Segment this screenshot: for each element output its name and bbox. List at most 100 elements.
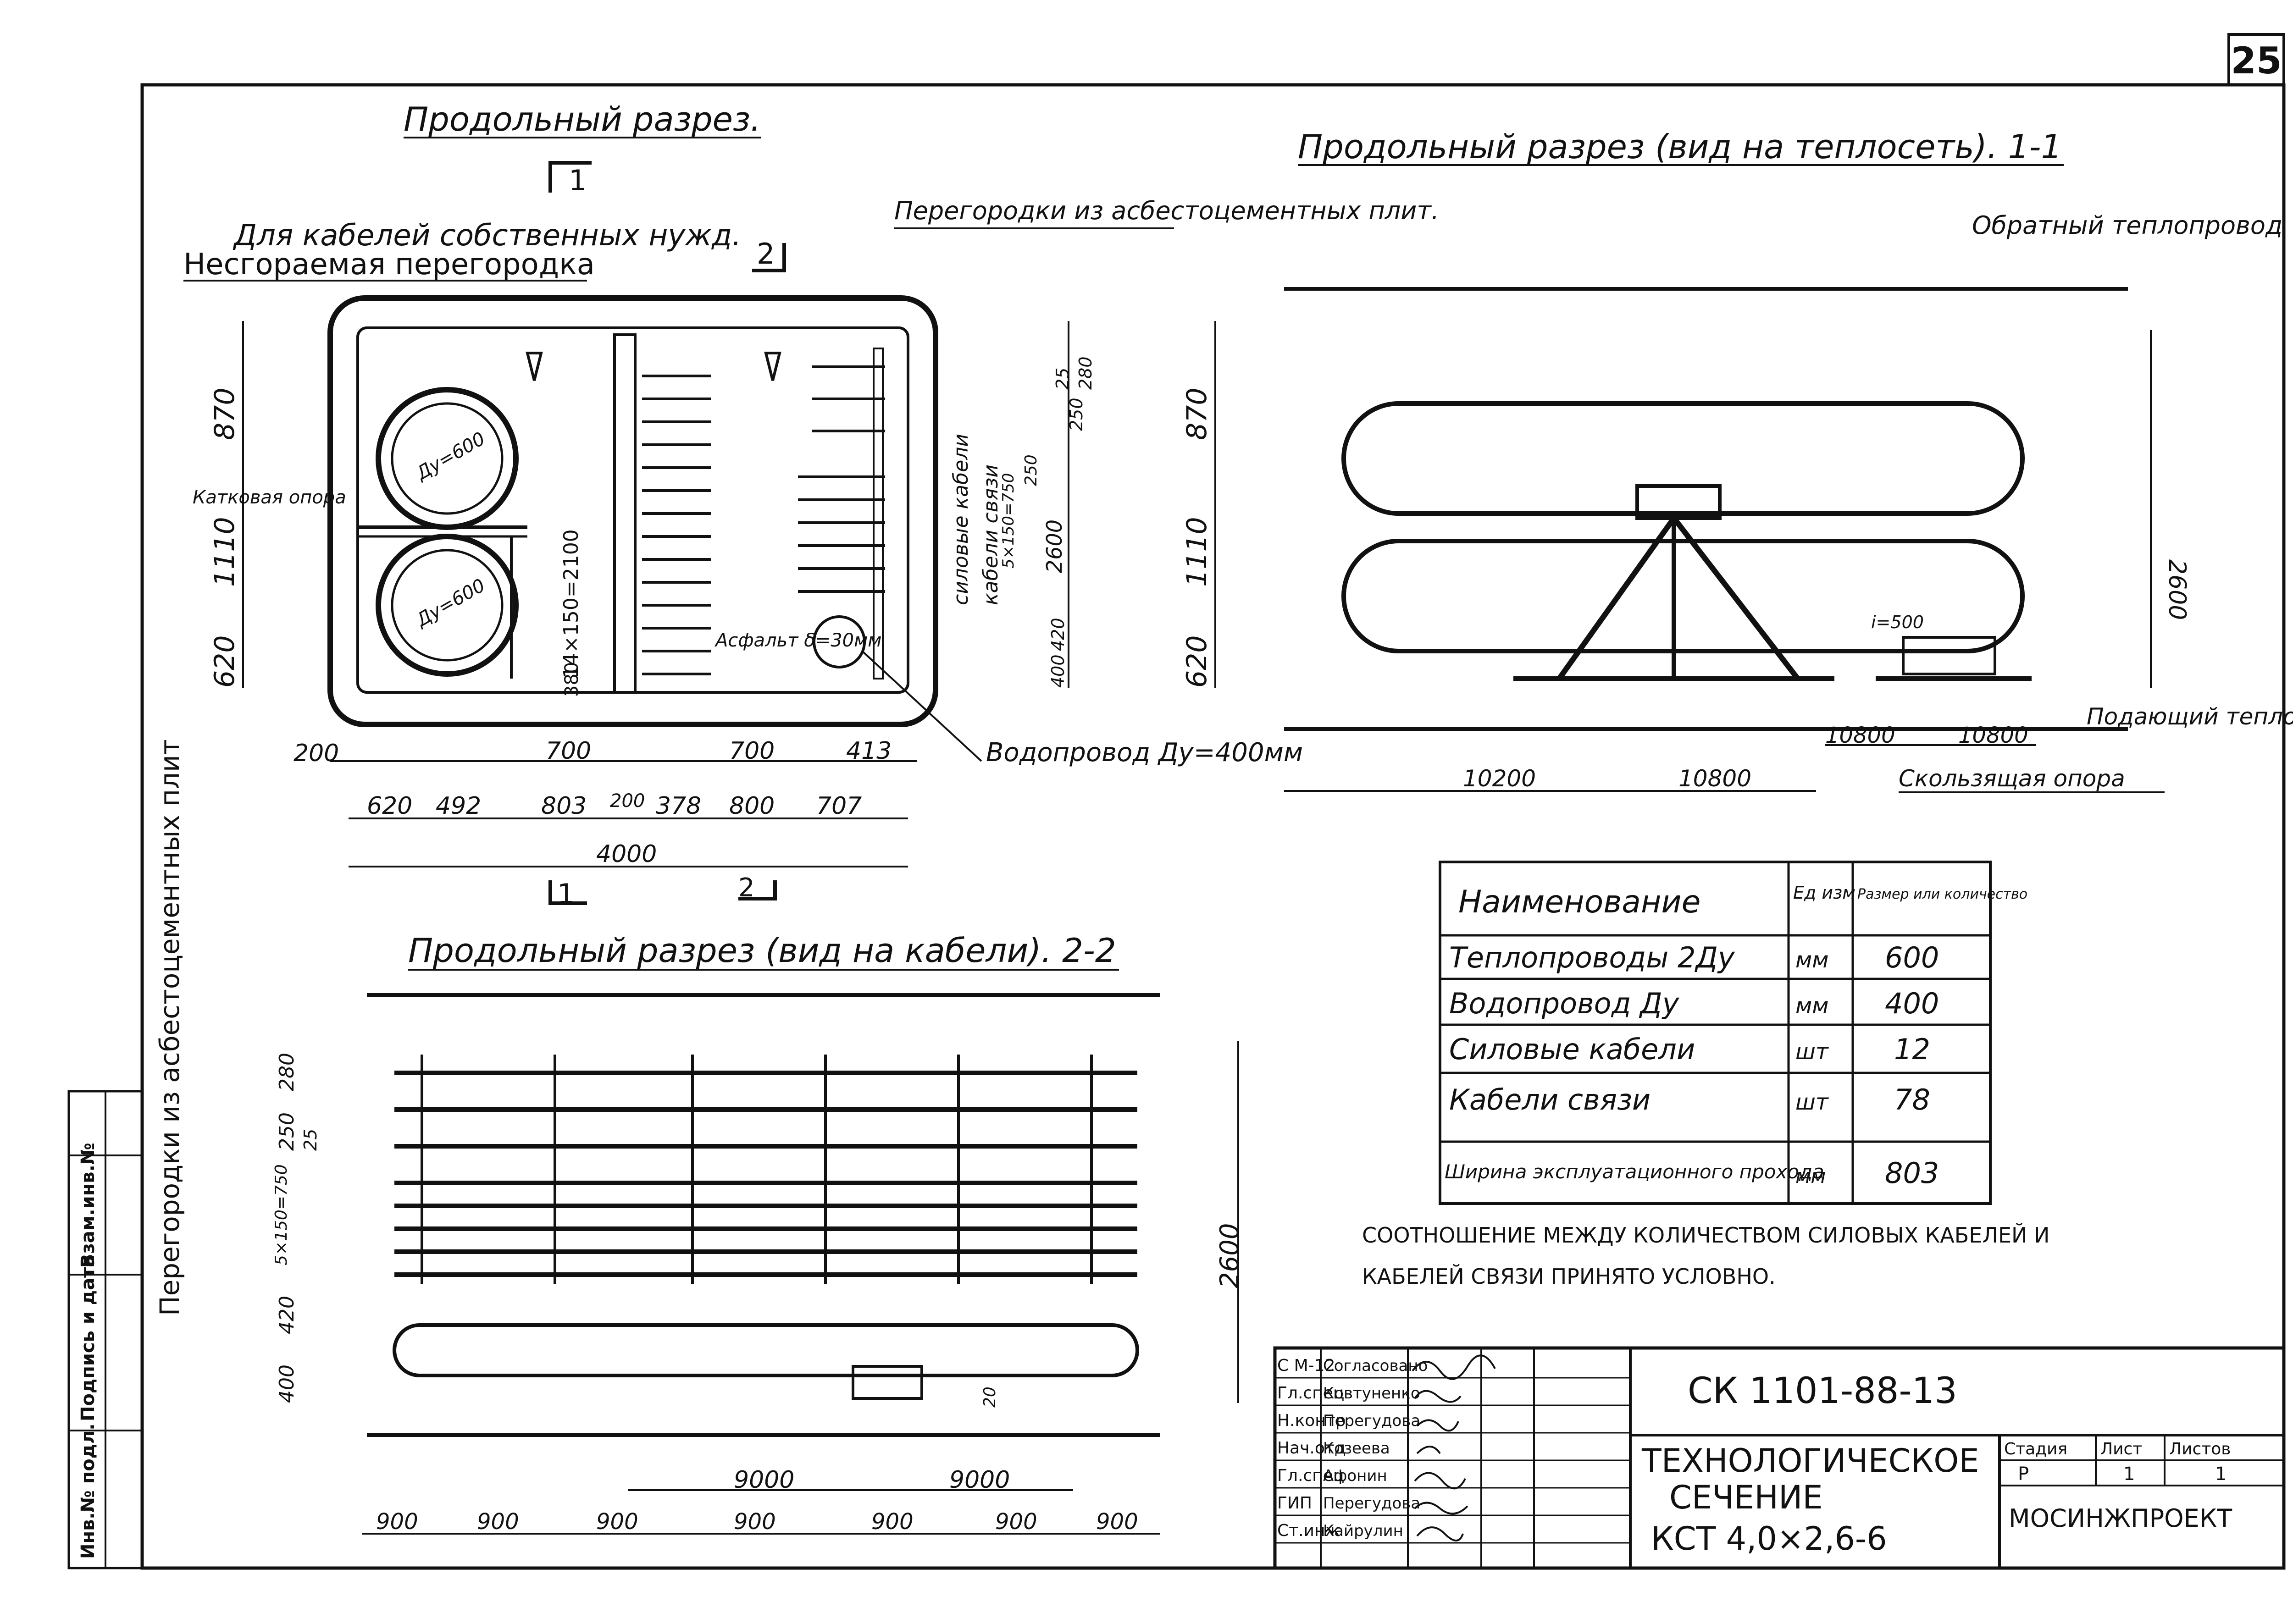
water-pipe-side [393,1323,1139,1377]
svg-text:Гл.спец: Гл.спец [1277,1384,1344,1403]
svg-text:Р: Р [2018,1464,2029,1485]
svg-text:250: 250 [1022,454,1041,486]
svg-text:900: 900 [871,1509,914,1535]
stamp-replace: Взам.инв.№ [78,1143,99,1268]
svg-text:мм: мм [1795,1165,1826,1188]
svg-text:200: 200 [294,740,339,767]
svg-text:Афонин: Афонин [1323,1467,1387,1485]
svg-text:Стадия: Стадия [2004,1440,2067,1458]
sheet-frame: 25 [140,33,2286,1570]
svg-text:900: 900 [376,1509,418,1535]
svg-text:10800: 10800 [1958,723,2028,748]
sheet-number: 25 [2231,39,2282,82]
label-power-cables: силовые кабели [949,434,973,605]
svg-text:900: 900 [995,1509,1037,1535]
svg-text:Лист: Лист [2100,1440,2142,1458]
svg-text:707: 707 [816,792,862,820]
svg-text:2600: 2600 [1215,1223,1245,1288]
th-unit: Ед изм [1793,883,1855,903]
svg-text:250: 250 [1066,398,1086,431]
note-line-2: КАБЕЛЕЙ СВЯЗИ ПРИНЯТО УСЛОВНО. [1362,1264,1776,1289]
svg-text:803: 803 [541,792,587,820]
svg-text:25: 25 [300,1129,321,1151]
svg-text:Листов: Листов [2169,1440,2231,1458]
callout-return-main: Обратный теплопровод [1972,211,2282,240]
table-row-name: Ширина эксплуатационного прохода [1445,1160,1824,1183]
callout-asphalt: Асфальт δ=30мм [714,630,881,651]
svg-text:1: 1 [2123,1464,2135,1485]
callout-supply-main: Подающий теплопровод [2087,703,2293,730]
svg-text:25: 25 [1052,368,1073,390]
svg-text:700: 700 [729,737,775,765]
svg-text:900: 900 [734,1509,776,1535]
svg-text:5×150=750: 5×150=750 [999,473,1018,569]
svg-text:1: 1 [2215,1464,2227,1485]
svg-text:420: 420 [275,1296,299,1334]
doc-title-3: КСТ 4,0×2,6-6 [1651,1520,1887,1558]
callout-fireproof: Несгораемая перегородка [183,248,595,282]
table-row-name: Теплопроводы 2Ду [1449,941,1735,974]
svg-text:800: 800 [729,792,775,820]
svg-text:Перегудова: Перегудова [1323,1494,1420,1513]
svg-text:Гл.спец: Гл.спец [1277,1466,1344,1485]
svg-text:шт: шт [1795,1039,1829,1065]
svg-text:1110: 1110 [1181,517,1213,587]
svg-text:С М-12: С М-12 [1277,1356,1335,1375]
cut-mark-2-bottom: 2 [738,873,777,903]
svg-text:400: 400 [275,1364,299,1403]
svg-text:803: 803 [1885,1156,1939,1190]
doc-title-1: ТЕХНОЛОГИЧЕСКОЕ [1641,1442,1979,1480]
svg-text:12: 12 [1894,1033,1930,1066]
doc-code: СК 1101-88-13 [1688,1370,1957,1412]
cable-rows [394,1071,1137,1277]
signature-marks [1412,1354,1496,1541]
svg-text:ГИП: ГИП [1277,1494,1312,1513]
svg-text:492: 492 [436,792,481,820]
note-line-1: СООТНОШЕНИЕ МЕЖДУ КОЛИЧЕСТВОМ СИЛОВЫХ КА… [1362,1223,2049,1248]
svg-text:620: 620 [367,792,412,820]
callout-partitions-side: Перегородки из асбестоцементных плит [154,739,185,1316]
svg-text:Ст.инж: Ст.инж [1277,1521,1340,1540]
th-value: Размер или количество [1857,886,2027,902]
svg-text:250: 250 [275,1112,299,1151]
svg-text:Ду=600: Ду=600 [412,575,488,631]
svg-text:1: 1 [569,164,587,197]
svg-text:280: 280 [1075,356,1096,390]
svg-text:Ковтуненко: Ковтуненко [1323,1384,1420,1403]
svg-text:мм: мм [1795,993,1828,1019]
svg-text:2600: 2600 [1042,519,1067,573]
table-row-name: Силовые кабели [1449,1033,1695,1066]
svg-text:420: 420 [1048,618,1068,651]
svg-text:9000: 9000 [734,1466,794,1494]
spec-table: Наименование Ед изм Размер или количеств… [1439,861,2027,1205]
svg-text:шт: шт [1795,1089,1829,1115]
svg-text:1110: 1110 [209,517,241,587]
svg-text:2: 2 [757,237,775,271]
cut-mark-1-bottom: 1 [548,878,587,910]
svg-text:9000: 9000 [949,1466,1010,1494]
svg-text:Кайрулин: Кайрулин [1323,1522,1403,1540]
section-2-2: Продольный разрез (вид на кабели). 2-2 П… [154,739,1245,1535]
callout-water-main: Водопровод Ду=400мм [986,738,1303,768]
svg-text:10800: 10800 [1678,765,1751,792]
svg-text:378: 378 [656,792,701,820]
callout-roller-support: Катковая опора [193,487,346,508]
svg-text:400: 400 [1048,654,1068,688]
water-pipe [813,615,866,668]
svg-text:413: 413 [846,737,892,765]
section-2-2-title: Продольный разрез (вид на кабели). 2-2 [408,931,1116,970]
callout-partitions: Перегородки из асбестоцементных плит. [894,196,1439,225]
svg-text:Козеева: Козеева [1323,1439,1390,1458]
svg-text:400: 400 [1885,987,1939,1020]
callout-own-needs: Для кабелей собственных нужд. [233,219,741,253]
svg-text:14×150=2100: 14×150=2100 [559,529,583,679]
main-section-title: Продольный разрез. [404,100,761,138]
label-comm-cables: кабели связи [979,464,1002,605]
svg-text:380: 380 [561,662,582,697]
svg-text:620: 620 [209,635,241,688]
main-section: Продольный разрез. 1 Для кабелей собстве… [183,100,1439,910]
svg-text:5×150=750: 5×150=750 [272,1164,291,1265]
svg-text:20: 20 [980,1386,999,1408]
section-1-1: Продольный разрез (вид на теплосеть). 1-… [1181,127,2293,793]
